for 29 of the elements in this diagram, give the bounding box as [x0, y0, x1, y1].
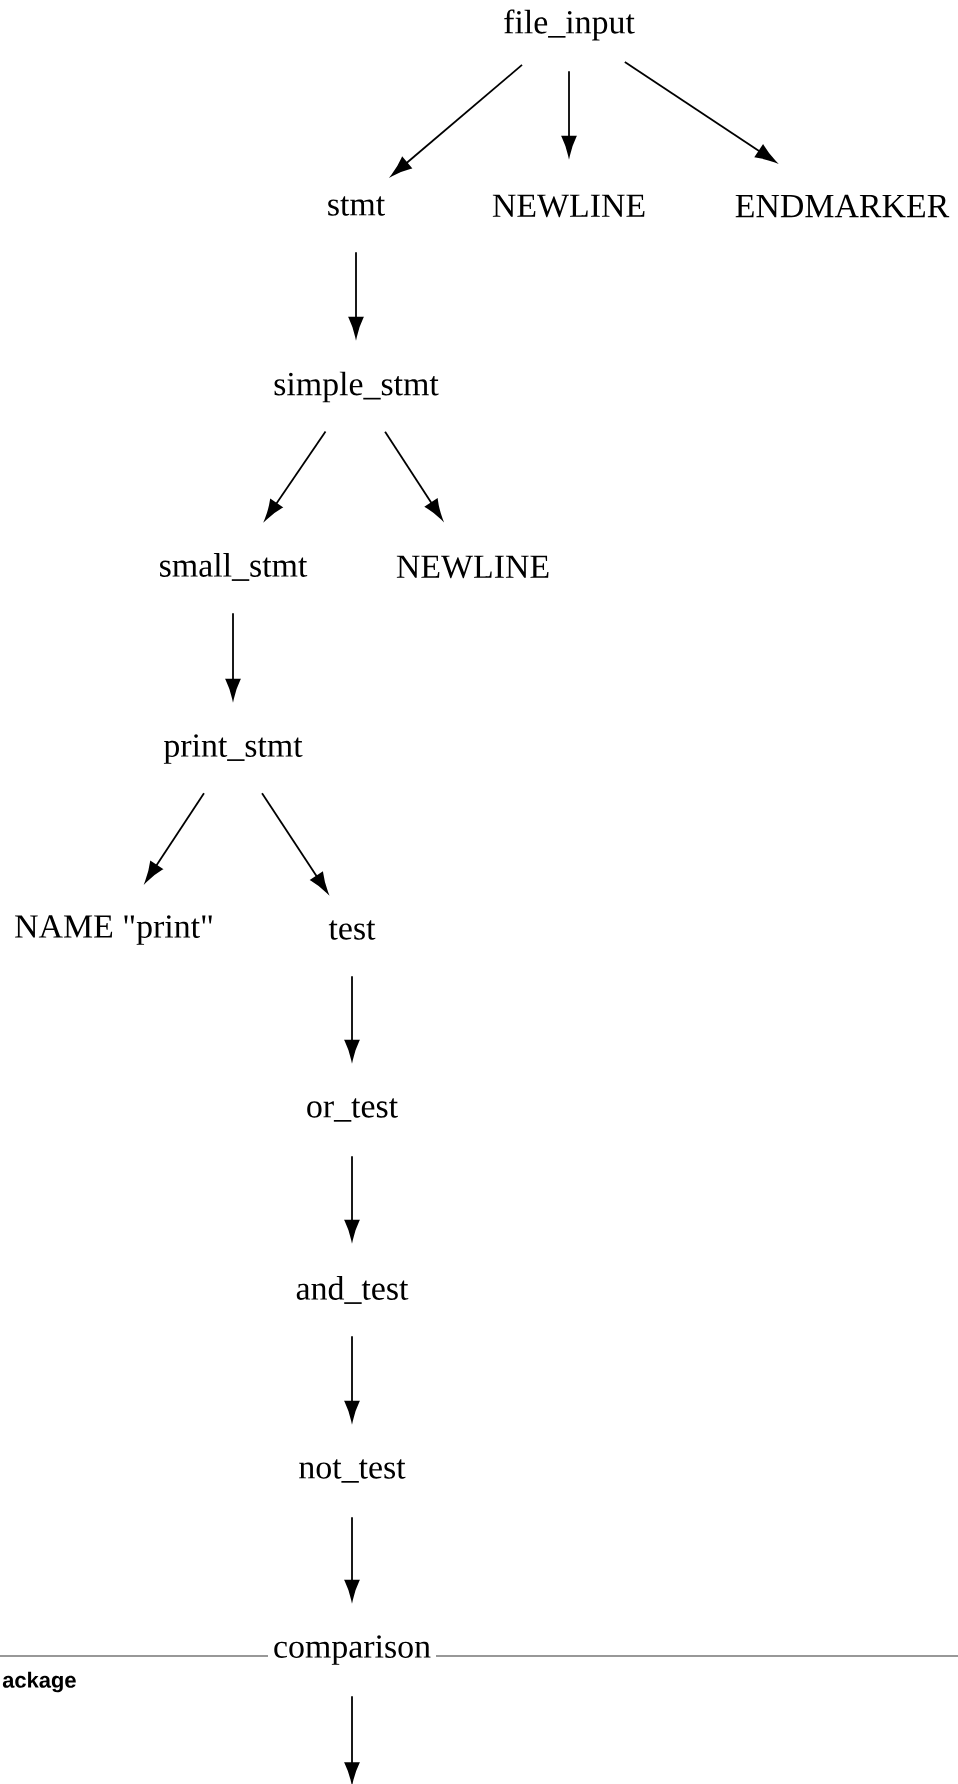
cut-off-text: ackage — [2, 1671, 76, 1693]
tree-node-label: test — [328, 920, 376, 940]
arrow — [261, 792, 329, 894]
tree-node-label: stmt — [328, 196, 385, 216]
arrow — [344, 975, 360, 1061]
arrow — [384, 430, 443, 520]
arrow — [344, 1155, 360, 1241]
tree-node-label: simple_stmt — [274, 371, 439, 403]
tree-node-label: NEWLINE — [396, 555, 549, 579]
arrow — [391, 64, 523, 177]
tree-node-label: file_input — [504, 9, 635, 41]
arrow — [561, 70, 577, 157]
arrow — [623, 61, 777, 163]
tree-node-label: or_test — [307, 1098, 398, 1122]
arrow — [344, 1516, 360, 1601]
arrow — [225, 612, 241, 700]
arrow — [145, 792, 205, 883]
arrow — [344, 1695, 360, 1783]
tree-node-label: comparison — [274, 1635, 431, 1665]
arrow — [348, 251, 364, 338]
arrow — [264, 430, 327, 521]
tree-node-label: small_stmt — [160, 553, 308, 581]
tree-node-label: NEWLINE — [492, 194, 645, 218]
tree-node-label: and_test — [296, 1276, 409, 1304]
tree-node-label: ENDMARKER — [735, 194, 950, 218]
arrow — [344, 1335, 360, 1422]
tree-node-label: not_test — [299, 1459, 406, 1483]
tree-node-label: NAME "print" — [15, 915, 212, 945]
tree-node-label: print_stmt — [163, 734, 303, 764]
